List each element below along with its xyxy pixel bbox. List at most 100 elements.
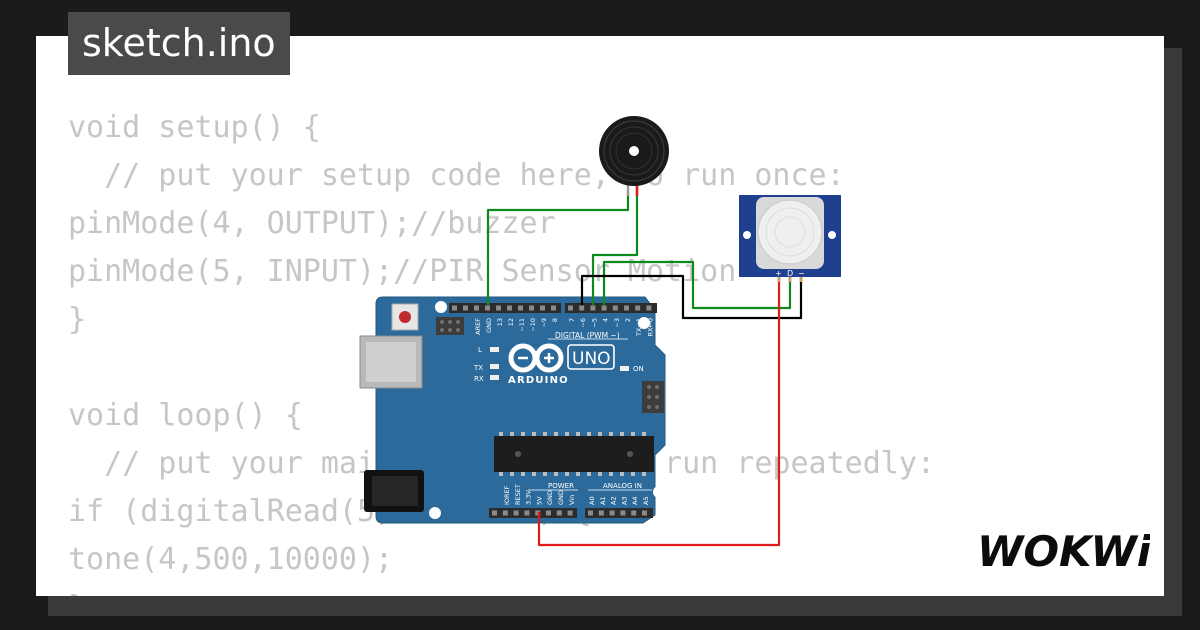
header-pin[interactable] [620,510,626,516]
chip-pin [521,472,525,476]
pir-mount-hole [743,231,751,239]
icsp-header-right [642,381,664,413]
header-pin[interactable] [485,305,490,311]
led-on: ON [620,365,644,373]
header-pin[interactable] [474,305,479,311]
header-pin[interactable] [518,305,523,311]
header-pin[interactable] [540,305,545,311]
header-pin[interactable] [556,510,562,516]
pin-label: GND [557,490,565,505]
digital-header-left [449,303,561,313]
code-line: // put your setup code here, to run once… [68,158,845,193]
svg-text:WOKWi: WOKWi [977,527,1150,576]
header-pin[interactable] [463,305,468,311]
header-pin[interactable] [624,305,629,311]
pin-label: Vin [568,495,576,505]
pin-label: ~3 [613,318,621,328]
wire-buzzer-gnd [486,193,630,305]
svg-text:TX: TX [473,364,483,372]
header-pin[interactable] [535,510,541,516]
mounting-hole [429,507,441,519]
svg-text:RX: RX [474,375,484,383]
chip-pin [554,472,558,476]
pin-label: RX←0 [646,318,654,337]
pir-pin-vcc-label: + [775,269,782,278]
header-pin[interactable] [590,305,596,311]
icsp-header-top [436,317,464,335]
digital-header-title: DIGITAL (PWM ~) [555,331,620,340]
chip-pin [576,432,580,436]
pir-mount-hole [828,231,836,239]
svg-text:ON: ON [633,365,644,373]
header-pin[interactable] [601,305,607,311]
header-pin[interactable] [452,305,457,311]
header-pin[interactable] [642,510,647,516]
header-pin[interactable] [646,305,652,311]
pin-label: 7 [568,318,576,322]
pin-label: 13 [496,318,504,326]
chip-pin [554,432,558,436]
chip-pin [576,472,580,476]
pin-label: 4 [602,318,610,322]
header-pin[interactable] [529,305,534,311]
header-pin[interactable] [598,510,604,516]
wires [486,193,803,547]
analog-header [585,508,653,518]
pin-label: AREF [474,318,482,335]
pin-label: 8 [551,318,559,322]
chip-pin [587,472,591,476]
header-pin[interactable] [546,510,551,516]
arduino-logo: ARDUINO UNO [508,343,615,386]
file-tab-sketch[interactable]: sketch.ino [68,12,290,75]
chip-pin [631,432,635,436]
header-pin[interactable] [568,305,573,311]
mounting-hole [638,317,650,329]
chip-pin [631,472,635,476]
chip-pin [499,472,503,476]
header-pin[interactable] [524,510,530,516]
pin-label: A1 [599,496,607,505]
header-pin[interactable] [635,305,641,311]
header-pin[interactable] [579,305,585,311]
header-pin[interactable] [513,510,519,516]
header-pin[interactable] [496,305,501,311]
chip-pin [510,472,514,476]
wire-pir-signal [602,260,792,310]
led-rx: RX [474,375,499,383]
piezo-buzzer[interactable] [599,116,669,196]
header-pin[interactable] [612,305,618,311]
header-pin[interactable] [502,510,508,516]
header-pin[interactable] [492,510,497,516]
header-pin[interactable] [507,305,512,311]
header-pin[interactable] [609,510,615,516]
mounting-hole [653,486,665,498]
chip-pin [521,432,525,436]
chip-pin [543,432,547,436]
pir-pin-gnd-label: − [798,269,805,278]
led-tx: TX [473,364,499,372]
header-pin[interactable] [567,510,573,516]
chip-pin [642,472,646,476]
code-line: tone(4,500,10000); [68,542,394,577]
header-pin[interactable] [588,510,593,516]
pin-label: TX→1 [635,318,643,337]
power-jack-inner [372,476,418,506]
pir-dome [757,199,823,265]
pir-motion-sensor[interactable]: + D − [739,195,841,282]
atmega-chip [494,432,654,476]
pin-label: 5V [535,496,543,505]
chip-pin [587,432,591,436]
header-pin[interactable] [631,510,637,516]
code-line: pinMode(5, INPUT);//PIR Sensor Motion [68,254,737,289]
header-pin[interactable] [551,305,556,311]
pin-label: 2 [624,318,632,322]
wire-pir-gnd [580,274,803,320]
pin-label: A3 [620,496,628,505]
code-line: } [68,302,87,337]
wire-pir-vcc [537,280,781,547]
